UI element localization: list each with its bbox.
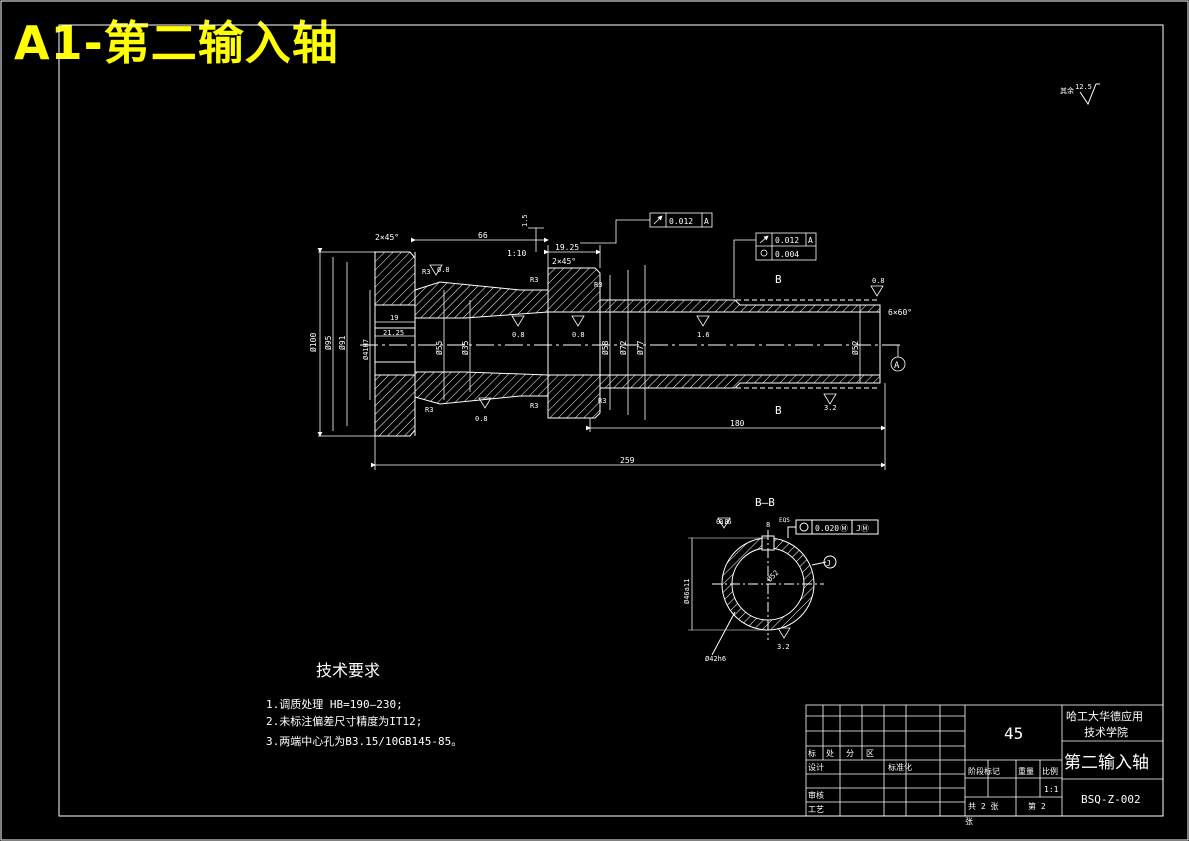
tb-sheet-label: 张 xyxy=(965,817,973,826)
dim-r15: 1.5 xyxy=(521,214,529,227)
fillet-r3-b: R3 xyxy=(530,276,538,284)
dim-dia-41: Ø41H7 xyxy=(362,339,370,360)
tb-stage-mark: 阶段标记 xyxy=(968,766,1000,776)
roughness-4: 1.6 xyxy=(697,331,710,339)
roughness-8: 0.8 xyxy=(716,518,729,526)
roughness-9: 3.2 xyxy=(777,643,790,651)
gtol-position-mod: Ⓜ xyxy=(840,524,848,533)
tb-scale: 1:1 xyxy=(1044,785,1059,794)
datum-j-label: J xyxy=(826,559,831,568)
fillet-r3-e: R3 xyxy=(530,402,538,410)
datum-a-marker xyxy=(890,345,906,372)
spline-inner-dia: Ø42h6 xyxy=(705,655,726,663)
tb-col-zone2: 区 xyxy=(866,749,874,758)
fillet-r3-d: R3 xyxy=(425,406,433,414)
dim-len-259: 259 xyxy=(620,456,635,465)
spline-key-width: 8 xyxy=(766,521,770,529)
section-mark-b-bottom: B xyxy=(775,404,782,417)
roughness-other-label: 其余 xyxy=(1060,86,1074,95)
tb-col-mark: 标 xyxy=(808,748,816,758)
dim-dia-35: Ø35 xyxy=(460,340,470,355)
tb-col-count: 处 xyxy=(826,748,834,758)
roughness-7: 0.8 xyxy=(872,277,885,285)
spline-eqs: EQS xyxy=(779,517,790,524)
tb-sheets-total: 共 2 张 xyxy=(968,802,998,811)
section-bb-view xyxy=(688,519,879,656)
length-dimensions xyxy=(371,237,886,470)
dim-dia-55: Ø55 xyxy=(434,340,444,355)
dim-len-66: 66 xyxy=(478,231,488,240)
tb-drawing-no: BSQ-Z-002 xyxy=(1081,793,1141,806)
dim-len-19: 19 xyxy=(390,314,398,322)
dim-len-1925: 19.25 xyxy=(555,243,579,252)
tb-school-1: 哈工大华德应用 xyxy=(1066,709,1143,723)
spline-outer-dia: Ø46a11 xyxy=(683,579,691,604)
datum-a-label: A xyxy=(894,361,900,371)
gtol-runout-1 xyxy=(528,212,713,252)
tb-row-check: 审核 xyxy=(808,790,824,800)
roughness-other-value: 12.5 xyxy=(1075,83,1092,91)
dim-chamfer-mid: 2×45° xyxy=(552,257,576,266)
dim-dia-52: Ø52 xyxy=(850,340,860,355)
roughness-other-symbol: 其余 12.5 xyxy=(1060,83,1100,106)
gtol-cyl-value: 0.004 xyxy=(775,250,799,259)
roughness-5: 0.8 xyxy=(475,415,488,423)
tb-row-process: 工艺 xyxy=(808,805,824,814)
fillet-r3-f: R3 xyxy=(598,397,606,405)
gtol-runout-1-datum: A xyxy=(704,217,709,226)
tb-row-std: 标准化 xyxy=(888,762,912,772)
tb-row-design: 设计 xyxy=(808,762,824,772)
dim-len-180: 180 xyxy=(730,419,745,428)
dim-dia-100: Ø100 xyxy=(308,333,318,352)
tech-item-3: 3.两端中心孔为B3.15/10GB145-85。 xyxy=(266,735,462,748)
roughness-10: 0.6 xyxy=(719,518,732,526)
dim-taper: 1:10 xyxy=(507,249,526,258)
dim-dia-72: Ø72 xyxy=(618,340,628,355)
gtol-runout-1-value: 0.012 xyxy=(669,217,693,226)
gtol-runout-2-datum: A xyxy=(808,236,813,245)
roughness-1: 0.8 xyxy=(437,266,450,274)
tb-weight: 重量 xyxy=(1018,766,1034,776)
gtol-position-value: 0.020 xyxy=(815,524,839,533)
tb-sheet-no: 第 2 xyxy=(1028,801,1046,811)
dim-dia-58: Ø58 xyxy=(600,340,610,355)
gtol-runout-2-value: 0.012 xyxy=(775,236,799,245)
tb-scale-label: 比例 xyxy=(1042,766,1058,776)
dim-center-hole: 6×60° xyxy=(888,308,912,317)
section-mark-b-top: B xyxy=(775,273,782,286)
roughness-symbols xyxy=(429,264,884,639)
tb-col-zone: 分 xyxy=(846,749,854,758)
tech-item-1: 1.调质处理 HB=190—230; xyxy=(266,698,403,711)
inner-border xyxy=(58,24,1164,817)
tb-material: 45 xyxy=(1004,724,1023,743)
title-block xyxy=(805,704,1164,817)
gtol-runout-2 xyxy=(733,232,817,298)
tb-part-name: 第二输入轴 xyxy=(1064,753,1149,773)
diameter-dimensions xyxy=(317,248,861,437)
fillet-r3-c: R3 xyxy=(594,281,602,289)
tech-item-2: 2.未标注偏差尺寸精度为IT12; xyxy=(266,714,422,728)
roughness-3: 0.8 xyxy=(572,331,585,339)
dim-dia-77: Ø77 xyxy=(635,340,645,355)
tb-school-2: 技术学院 xyxy=(1084,725,1128,739)
dim-len-2125: 21.25 xyxy=(383,329,404,337)
section-title: B—B xyxy=(755,496,775,509)
roughness-6: 3.2 xyxy=(824,404,837,412)
dim-dia-95: Ø95 xyxy=(323,335,333,350)
gtol-position-datum: JⓂ xyxy=(856,524,869,533)
dim-dia-91: Ø91 xyxy=(337,335,347,350)
roughness-2: 0.8 xyxy=(512,331,525,339)
dim-chamfer-left: 2×45° xyxy=(375,233,399,242)
fillet-r3-a: R3 xyxy=(422,268,430,276)
tech-title: 技术要求 xyxy=(316,661,380,680)
